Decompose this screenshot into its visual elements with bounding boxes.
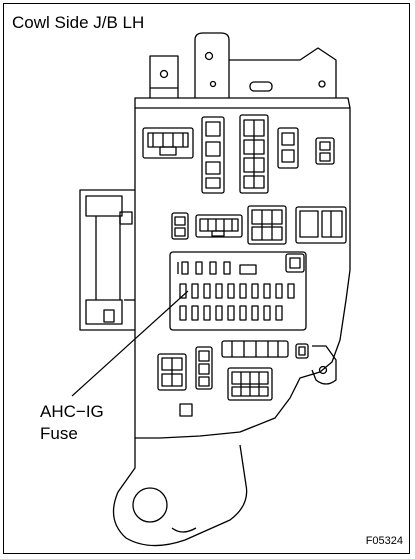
connector-mid-1 — [171, 212, 189, 240]
connector-low-3 — [221, 340, 289, 358]
callout-line-1: AHC−IG — [40, 402, 104, 421]
connector-mid-3 — [247, 205, 287, 245]
connector-low-1 — [157, 353, 187, 391]
callout-line-2: Fuse — [40, 424, 78, 443]
top-mounting-bracket — [194, 32, 337, 98]
connector-mid-4 — [295, 206, 347, 244]
connector-top-3 — [239, 114, 269, 194]
connector-top-2 — [201, 116, 225, 194]
connector-low-5 — [227, 367, 273, 401]
left-side-connector — [79, 189, 135, 331]
connector-low-4 — [295, 343, 309, 359]
connector-top-4 — [277, 127, 299, 169]
right-side-tab — [311, 345, 337, 385]
mounting-stud — [179, 403, 193, 417]
connector-top-1 — [142, 127, 194, 159]
bottom-mounting-arm — [112, 438, 248, 547]
connector-low-2 — [195, 346, 213, 390]
figure-frame — [3, 3, 410, 554]
left-top-tab — [149, 55, 179, 98]
junction-block-body — [134, 97, 351, 439]
callout-leader-line — [71, 290, 189, 397]
diagram-title: Cowl Side J/B LH — [12, 13, 145, 32]
connector-mid-5 — [285, 253, 305, 273]
connector-mid-2 — [195, 214, 243, 238]
figure-code: F05324 — [365, 535, 403, 547]
connector-top-5 — [315, 137, 335, 165]
fuse-block — [169, 251, 307, 331]
